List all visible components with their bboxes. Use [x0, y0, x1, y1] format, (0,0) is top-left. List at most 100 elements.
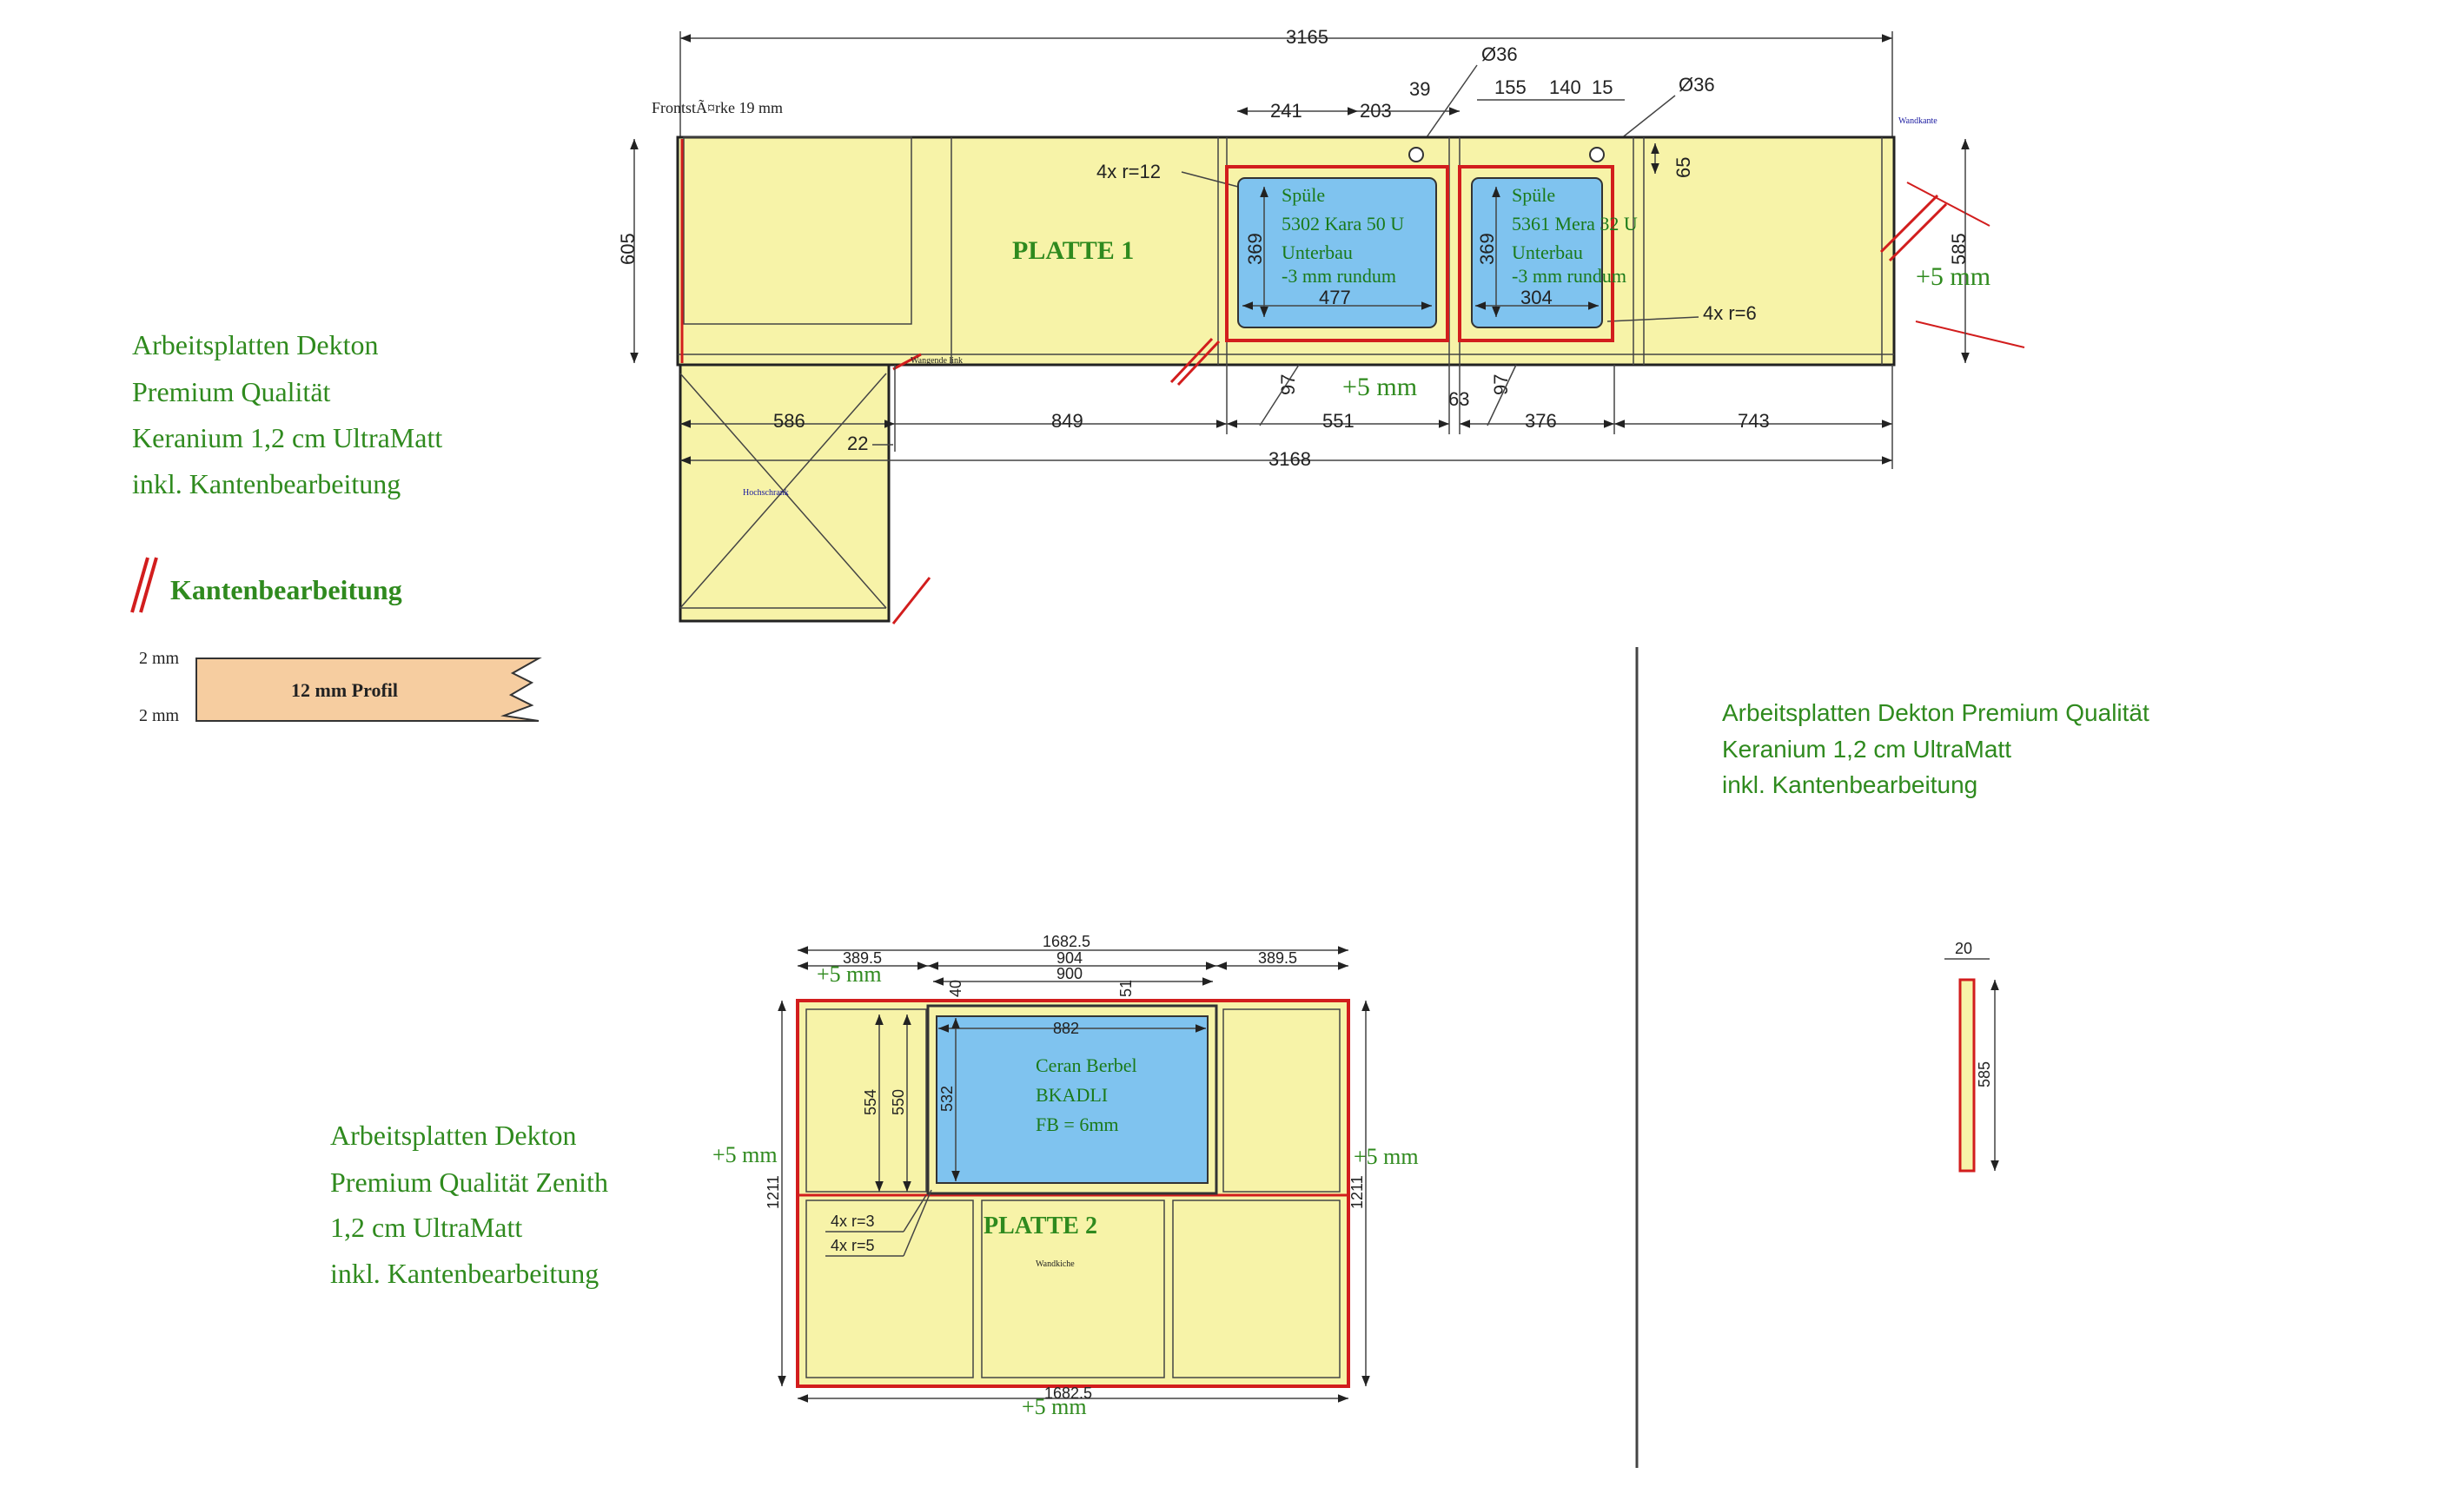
- wandkante-label: Wandkante: [1898, 116, 1937, 126]
- dim-15: 15: [1592, 76, 1613, 98]
- note2-line2: Premium Qualität Zenith: [330, 1166, 608, 1198]
- platte1-label: PLATTE 1: [1012, 236, 1134, 265]
- edge-strip-rect: [1958, 978, 1976, 1173]
- notes-left-top: Arbeitsplatten Dekton Premium Qualität K…: [132, 329, 442, 499]
- kanten-title: Kantenbearbeitung: [170, 574, 402, 605]
- sink2-line-3: Unterbau: [1512, 241, 1583, 263]
- dim-203: 203: [1360, 100, 1392, 122]
- dim-155: 155: [1494, 76, 1527, 98]
- dim-65: 65: [1672, 157, 1694, 178]
- frontstaerke-label: FrontstÃ¤rke 19 mm: [652, 98, 783, 116]
- tap-hole-2: [1589, 147, 1605, 162]
- dim-605: 605: [617, 233, 639, 265]
- p2-plus5-right: +5 mm: [1354, 1144, 1419, 1169]
- sink1-line-1: Spüle: [1282, 184, 1325, 206]
- dim-39: 39: [1409, 78, 1430, 100]
- plus5-front: +5 mm: [1342, 373, 1417, 401]
- wange-label: Wangende link: [911, 356, 963, 366]
- p2-dim-40: 40: [947, 980, 964, 997]
- note1-line2: Premium Qualität: [132, 376, 331, 407]
- sink1-line-4: -3 mm rundum: [1282, 265, 1396, 287]
- p2-dim-total: 1682.5: [1043, 933, 1090, 950]
- p2-dim-right: 389.5: [1258, 949, 1297, 967]
- dim-overall-top: 3165: [1286, 26, 1328, 48]
- profile-shape: [195, 658, 542, 722]
- p2-height-right: 1211: [1348, 1175, 1366, 1209]
- plus5-right: +5 mm: [1916, 262, 1990, 291]
- dim-376: 376: [1525, 410, 1557, 432]
- kantenbearbeitung-legend: Kantenbearbeitung 12 mm Profil 2 mm 2 mm: [130, 557, 542, 725]
- dim-97-b: 97: [1490, 374, 1512, 395]
- platte1-plan: 3165 FrontstÃ¤rke 19 mm 241 203 39 Ø36 1…: [617, 26, 2025, 625]
- p2-radius-3: 4x r=3: [831, 1213, 875, 1230]
- tap-hole-1: [1408, 147, 1424, 162]
- platte2-wall-label: Wandkiche: [1036, 1259, 1075, 1269]
- note1-line3: Keranium 1,2 cm UltraMatt: [132, 422, 442, 453]
- platte2-plan: 1682.5 389.5 904 389.5 900 40 51 +5 mm 8…: [712, 933, 1419, 1419]
- dim-586: 586: [773, 410, 805, 432]
- note3-line2: Keranium 1,2 cm UltraMatt: [1722, 736, 2011, 763]
- sink2-line-4: -3 mm rundum: [1512, 265, 1626, 287]
- dim-369-b: 369: [1476, 233, 1498, 265]
- sink2-line-2: 5361 Mera 32 U: [1512, 213, 1638, 235]
- note1-line1: Arbeitsplatten Dekton: [132, 329, 378, 360]
- dim-97-a: 97: [1277, 374, 1299, 395]
- p2-dim-532: 532: [938, 1086, 956, 1112]
- profile-label: 12 mm Profil: [291, 679, 398, 701]
- dim-585: 585: [1948, 233, 1970, 265]
- notes-right: Arbeitsplatten Dekton Premium Qualität K…: [1722, 699, 2149, 798]
- note2-line1: Arbeitsplatten Dekton: [330, 1120, 576, 1151]
- strip-height: 585: [1976, 1061, 1993, 1087]
- dim-551: 551: [1322, 410, 1355, 432]
- dim-477: 477: [1319, 287, 1351, 308]
- sink2-line-1: Spüle: [1512, 184, 1555, 206]
- p2-dim-total-bottom: 1682.5: [1044, 1385, 1092, 1402]
- sink1-line-3: Unterbau: [1282, 241, 1353, 263]
- p2-dim-882: 882: [1053, 1020, 1079, 1037]
- dim-22: 22: [847, 433, 868, 454]
- dim-140: 140: [1549, 76, 1581, 98]
- profile-bottom-mm: 2 mm: [139, 706, 180, 725]
- platte2-label: PLATTE 2: [984, 1213, 1097, 1239]
- note3-line1: Arbeitsplatten Dekton Premium Qualität: [1722, 699, 2149, 726]
- dim-63: 63: [1448, 388, 1469, 410]
- p2-dim-904: 904: [1056, 949, 1083, 967]
- sink-2: [1471, 177, 1603, 328]
- p2-dim-51: 51: [1117, 980, 1135, 997]
- p2-plus5-bottom: +5 mm: [1022, 1394, 1087, 1419]
- note2-line3: 1,2 cm UltraMatt: [330, 1212, 522, 1243]
- note3-line3: inkl. Kantenbearbeitung: [1722, 771, 1977, 798]
- hob-line-3: FB = 6mm: [1036, 1114, 1119, 1135]
- strip-width: 20: [1955, 940, 1972, 957]
- p2-height-left: 1211: [765, 1175, 782, 1209]
- sink1-line-2: 5302 Kara 50 U: [1282, 213, 1404, 235]
- radius-right-label: 4x r=6: [1703, 302, 1757, 324]
- p2-dim-left: 389.5: [843, 949, 882, 967]
- profile-top-mm: 2 mm: [139, 649, 180, 668]
- dim-overall-bottom: 3168: [1268, 448, 1311, 470]
- p2-plus5-left: +5 mm: [712, 1142, 778, 1167]
- dim-dia-2: Ø36: [1679, 74, 1715, 96]
- p2-radius-5: 4x r=5: [831, 1237, 875, 1254]
- radius-left-label: 4x r=12: [1096, 161, 1161, 182]
- p2-dim-550: 550: [890, 1089, 907, 1115]
- p2-plus5-top: +5 mm: [817, 962, 882, 987]
- dim-241: 241: [1270, 100, 1302, 122]
- dim-304: 304: [1520, 287, 1553, 308]
- hob-line-1: Ceran Berbel: [1036, 1054, 1137, 1076]
- edge-strip: 20 585: [1944, 940, 1999, 1173]
- note1-line4: inkl. Kantenbearbeitung: [132, 468, 401, 499]
- hochschrank-label: Hochschrank: [743, 488, 789, 498]
- dim-743: 743: [1738, 410, 1770, 432]
- dim-dia-1: Ø36: [1481, 43, 1518, 65]
- notes-left-bottom: Arbeitsplatten Dekton Premium Qualität Z…: [330, 1120, 608, 1289]
- hob-cutout: [936, 1015, 1209, 1184]
- p2-dim-900: 900: [1056, 965, 1083, 982]
- dim-849: 849: [1051, 410, 1083, 432]
- sink-1: [1237, 177, 1437, 328]
- note2-line4: inkl. Kantenbearbeitung: [330, 1258, 599, 1289]
- hob-line-2: BKADLI: [1036, 1084, 1108, 1106]
- p2-dim-554: 554: [862, 1089, 879, 1115]
- dim-369-a: 369: [1244, 233, 1266, 265]
